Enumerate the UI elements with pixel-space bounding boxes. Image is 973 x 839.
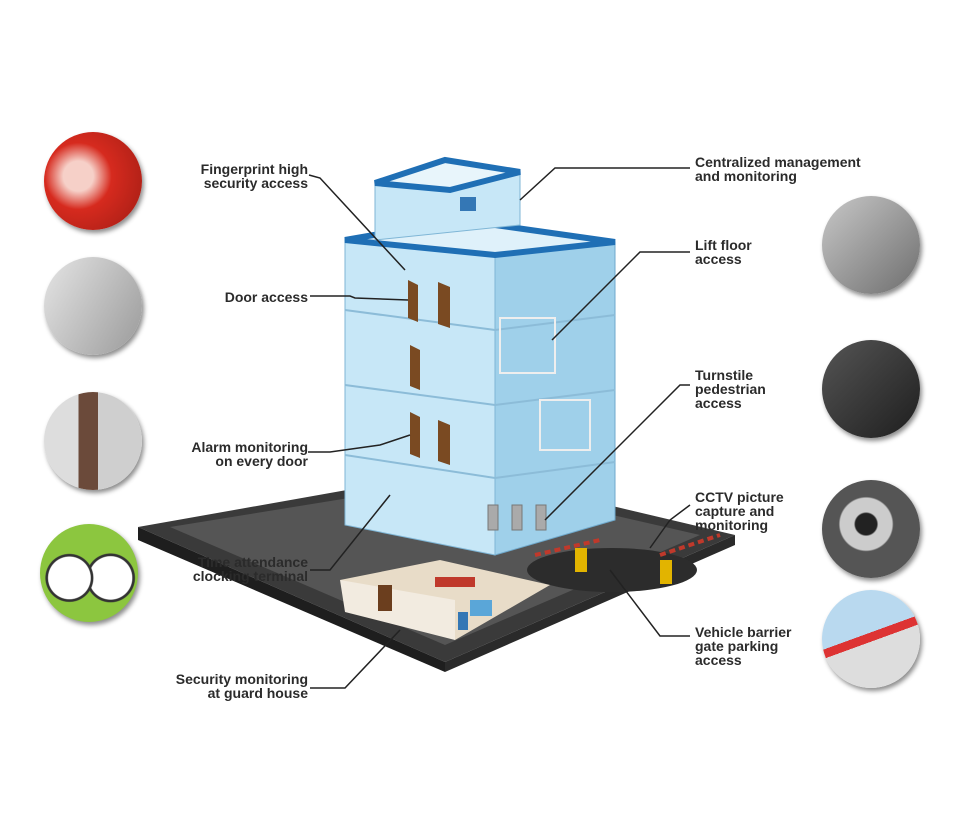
label-line: CCTV picture — [695, 489, 784, 505]
alarm-door-photo — [44, 392, 142, 490]
leader-lines — [308, 167, 691, 689]
label-line: monitoring — [695, 517, 769, 533]
lift-keypad-photo — [822, 196, 920, 294]
label-alarm: Alarm monitoring on every door — [191, 440, 308, 468]
label-line: Time attendance — [197, 554, 308, 570]
label-line: capture and — [695, 503, 775, 519]
label-vehicle-barrier: Vehicle barrier gate parking access — [695, 625, 792, 667]
label-line: security access — [203, 175, 308, 191]
building-front — [344, 239, 496, 556]
clocks-photo — [40, 524, 138, 622]
cctv-photo — [822, 480, 920, 578]
label-line: Turnstile — [695, 367, 754, 383]
label-line: clocking terminal — [192, 568, 308, 584]
label-centralized: Centralized management and monitoring — [695, 155, 861, 183]
fingerprint-photo — [44, 132, 142, 230]
lift-car — [499, 317, 556, 374]
label-fingerprint: Fingerprint high security access — [201, 162, 308, 190]
parking-area — [527, 548, 697, 592]
label-line: Alarm monitoring — [191, 439, 308, 455]
label-line: Vehicle barrier — [695, 624, 792, 640]
label-turnstile: Turnstile pedestrian access — [695, 368, 766, 410]
label-line: pedestrian — [695, 381, 766, 397]
turnstile-photo — [822, 340, 920, 438]
label-line: Security monitoring — [175, 671, 308, 687]
label-line: and monitoring — [695, 168, 797, 184]
label-line: Centralized management — [695, 154, 861, 170]
label-line: gate parking — [695, 638, 779, 654]
label-time-attendance: Time attendance clocking terminal — [193, 555, 308, 583]
label-line: at guard house — [207, 685, 308, 701]
label-lift: Lift floor access — [695, 238, 752, 266]
penthouse-roof — [374, 156, 521, 194]
label-line: on every door — [215, 453, 308, 469]
label-line: Fingerprint high — [200, 161, 308, 177]
label-line: Door access — [224, 289, 308, 305]
vehicle-barrier-photo — [822, 590, 920, 688]
label-line: access — [695, 652, 742, 668]
label-cctv: CCTV picture capture and monitoring — [695, 490, 784, 532]
guard-house — [340, 560, 550, 640]
label-line: Lift floor — [695, 237, 752, 253]
label-door-access: Door access — [225, 290, 308, 304]
label-line: access — [695, 395, 742, 411]
keypad-reader-photo — [44, 257, 142, 355]
label-guard-house: Security monitoring at guard house — [176, 672, 308, 700]
label-line: access — [695, 251, 742, 267]
